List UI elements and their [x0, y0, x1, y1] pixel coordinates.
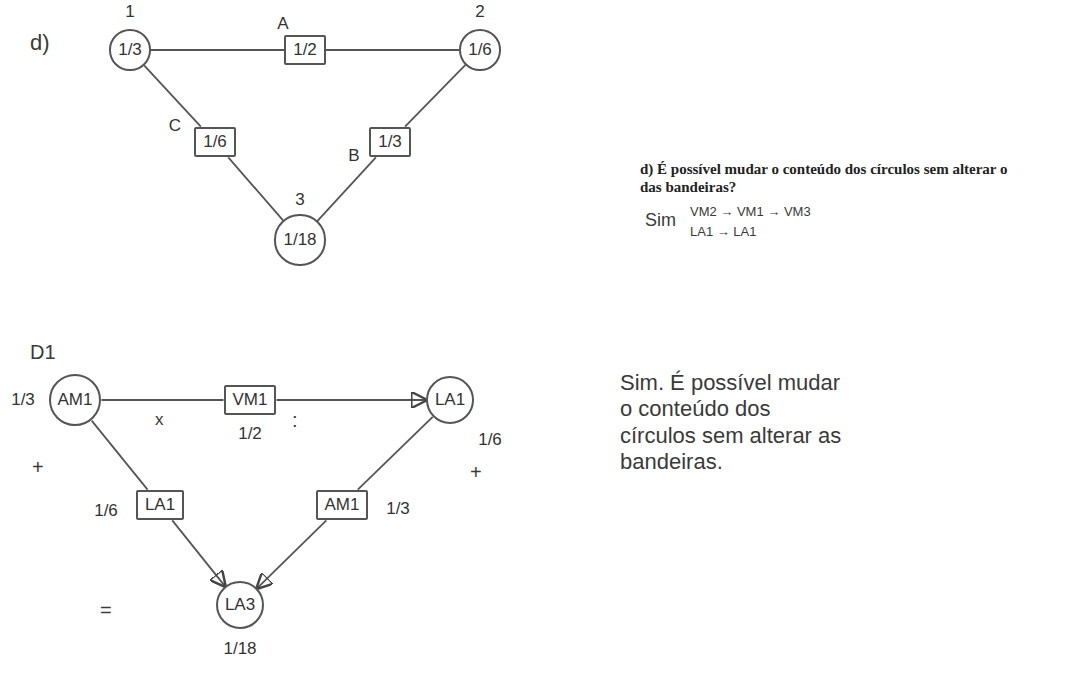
- value-circle: 31/18: [274, 214, 325, 265]
- node-tag: 1/6: [476, 431, 504, 450]
- node-tag: 1/18: [221, 640, 258, 659]
- connector-line: [405, 65, 465, 127]
- connector-line: [257, 520, 326, 588]
- connector-line: [358, 417, 433, 490]
- handwritten-note: LA1 → LA1: [690, 224, 757, 240]
- value-circle: LA31/18: [216, 581, 264, 629]
- operator-sign: +: [470, 460, 482, 484]
- connector-line: [101, 399, 223, 401]
- connector-line: [228, 157, 283, 220]
- value-flag: VM11/2: [224, 385, 277, 416]
- node-value: LA1: [435, 391, 465, 410]
- value-flag: AM11/3: [316, 490, 369, 521]
- connector-line: [326, 49, 459, 51]
- node-tag: C: [167, 117, 183, 136]
- node-tag: B: [346, 147, 361, 166]
- value-flag: B1/3: [369, 127, 411, 158]
- operator-sign: :: [292, 408, 298, 432]
- node-tag: 3: [293, 191, 306, 210]
- connector-line: [151, 49, 284, 51]
- item-number: d): [30, 30, 50, 56]
- question-text: d) É possível mudar o conteúdo dos círcu…: [640, 160, 1020, 196]
- node-value: 1/2: [293, 41, 317, 60]
- node-value: 1/6: [468, 41, 492, 60]
- value-circle: LA11/6: [426, 376, 474, 424]
- operator-sign: x: [155, 410, 164, 430]
- item-number: D1: [30, 340, 56, 364]
- node-value: 1/3: [118, 41, 142, 60]
- node-value: LA3: [225, 596, 255, 615]
- value-circle: 21/6: [459, 29, 501, 71]
- handwritten-note: VM2 → VM1 → VM3: [690, 204, 811, 220]
- connector-line: [92, 421, 148, 490]
- value-flag: LA11/6: [136, 490, 184, 521]
- node-tag: 1/6: [92, 502, 120, 521]
- node-tag: A: [275, 15, 290, 34]
- connector-line: [276, 399, 425, 401]
- handwritten-note: Sim: [645, 210, 676, 232]
- connector-line: [172, 520, 225, 586]
- node-tag: 2: [473, 3, 486, 22]
- value-flag: A1/2: [284, 35, 326, 66]
- value-flag: C1/6: [194, 127, 236, 158]
- answer-text: Sim. É possível mudar o conteúdo dos cír…: [620, 370, 850, 476]
- node-value: 1/3: [378, 133, 402, 152]
- value-circle: 11/3: [109, 29, 151, 71]
- node-tag: 1/2: [236, 425, 264, 444]
- value-circle: AM11/3: [49, 374, 102, 427]
- operator-sign: =: [100, 598, 112, 622]
- connector-line: [317, 157, 376, 221]
- node-value: 1/18: [283, 231, 316, 250]
- node-value: LA1: [145, 496, 175, 515]
- node-value: AM1: [58, 391, 93, 410]
- node-tag: 1: [123, 3, 136, 22]
- node-tag: 1/3: [9, 391, 37, 410]
- operator-sign: +: [32, 455, 44, 479]
- node-value: VM1: [233, 391, 268, 410]
- node-tag: 1/3: [384, 500, 412, 519]
- node-value: 1/6: [203, 133, 227, 152]
- node-value: AM1: [325, 496, 360, 515]
